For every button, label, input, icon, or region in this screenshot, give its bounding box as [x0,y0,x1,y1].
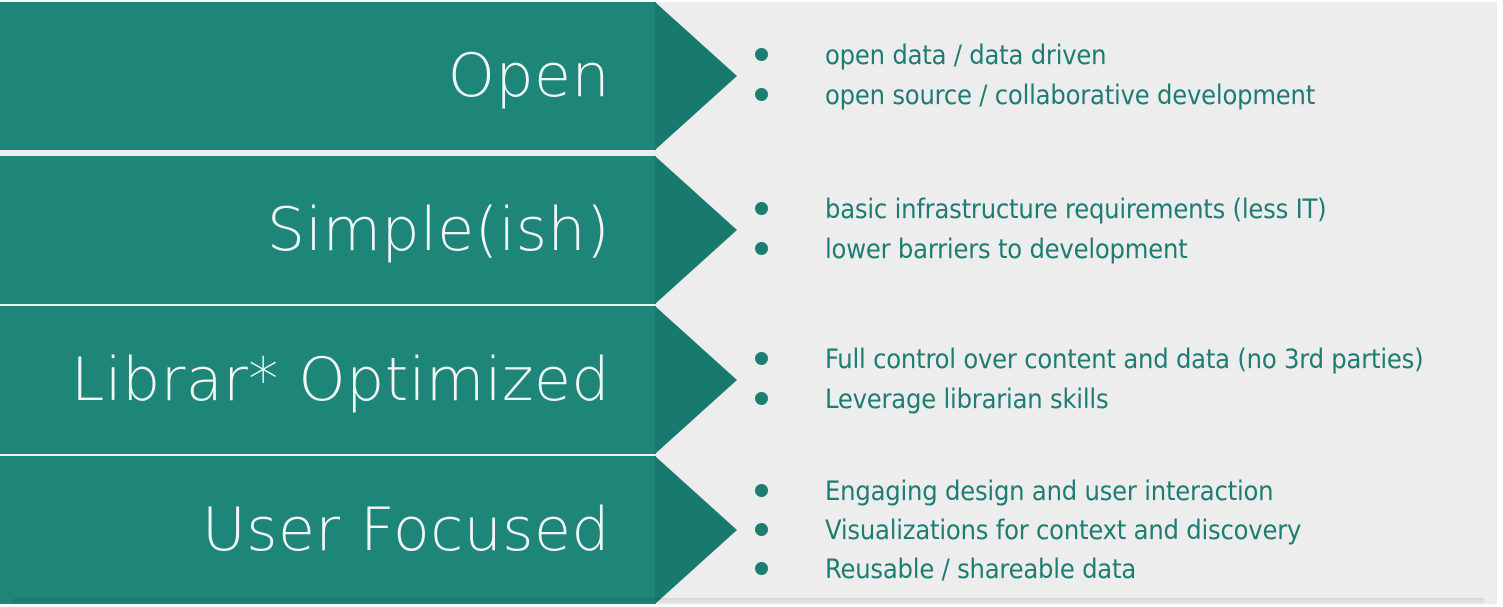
bullet-dot-icon [755,202,768,215]
bullet-text: Engaging design and user interaction [825,475,1274,507]
chevron-body-4 [0,456,656,604]
chevron-shape-4[interactable]: User Focused [0,456,737,604]
list-item: open data / data driven [755,36,1497,76]
list-item: lower barriers to development [755,230,1497,270]
list-item: Leverage librarian skills [755,380,1497,420]
bullet-dot-icon [755,242,768,255]
bullet-dot-icon [755,392,768,405]
bullet-text: lower barriers to development [825,234,1188,265]
chevron-row-3: Librar* Optimized Full control over cont… [0,306,1497,454]
chevron-arrowhead-3 [655,306,737,454]
bullet-text: Leverage librarian skills [825,384,1109,415]
chevron-shape-1[interactable]: Open [0,2,737,150]
chevron-label-3: Librar* Optimized [71,345,610,415]
chevron-arrowhead-4 [655,456,737,604]
chevron-body-2 [0,156,656,304]
list-item: Full control over content and data (no 3… [755,340,1497,380]
chevron-label-2: Simple(ish) [266,195,610,265]
list-item: Engaging design and user interaction [755,472,1497,511]
bullet-list-3: Full control over content and data (no 3… [755,306,1497,454]
bullet-text: open data / data driven [825,40,1107,71]
chevron-row-2: Simple(ish) basic infrastructure require… [0,156,1497,304]
bullet-list-1: open data / data driven open source / co… [755,2,1497,150]
bullet-dot-icon [755,561,768,575]
chevron-shape-2[interactable]: Simple(ish) [0,156,737,304]
list-item: open source / collaborative development [755,76,1497,116]
bullet-list-2: basic infrastructure requirements (less … [755,156,1497,304]
chevron-row-4: User Focused Engaging design and user in… [0,456,1497,604]
bullet-text: basic infrastructure requirements (less … [825,194,1327,225]
list-item: Visualizations for context and discovery [755,511,1497,550]
chevron-label-1: Open [447,41,610,111]
chevron-arrowhead-2 [655,156,737,304]
bullet-dot-icon [755,522,768,536]
list-item: Reusable / shareable data [755,550,1497,589]
chevron-row-1: Open open data / data driven open source… [0,2,1497,150]
chevron-body-1 [0,2,656,150]
chevron-shape-3[interactable]: Librar* Optimized [0,306,737,454]
bullet-dot-icon [755,48,768,61]
list-item: basic infrastructure requirements (less … [755,190,1497,230]
chevron-label-4: User Focused [201,495,610,565]
bullet-text: Reusable / shareable data [825,553,1136,585]
bullet-dot-icon [755,352,768,365]
bullet-list-4: Engaging design and user interaction Vis… [755,456,1497,604]
drop-shadow [14,598,1484,605]
bullet-dot-icon [755,483,768,497]
bullet-text: Visualizations for context and discovery [825,514,1302,546]
chevron-body-3 [0,306,656,454]
bullet-text: open source / collaborative development [825,80,1316,111]
chevron-arrowhead-1 [655,2,737,150]
bullet-dot-icon [755,88,768,101]
bullet-text: Full control over content and data (no 3… [825,344,1424,375]
